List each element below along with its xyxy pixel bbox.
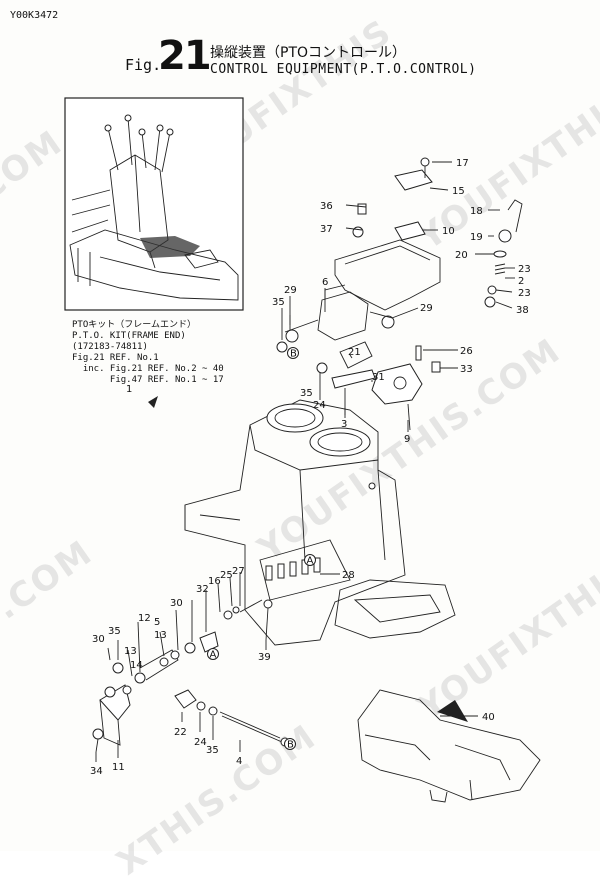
callout-15: 15 [452, 186, 465, 197]
callout-31: 31 [372, 372, 385, 383]
callout-23: 23 [518, 264, 531, 275]
callout-35: 35 [272, 297, 285, 308]
callout-1: 1 [126, 384, 132, 395]
frame-body [184, 399, 456, 646]
callout-21: 21 [348, 347, 361, 358]
callout-10: 10 [442, 226, 455, 237]
callout-5: 5 [154, 617, 160, 628]
callout-2: 2 [518, 276, 524, 287]
kit-arrow-icon [148, 396, 158, 408]
callout-6: 6 [322, 277, 328, 288]
figure-number: 21 [158, 33, 212, 79]
overview-inset [64, 97, 244, 311]
callout-20: 20 [455, 250, 468, 261]
ref-mark-a: A [307, 556, 314, 567]
callout-28: 28 [342, 570, 355, 581]
callout-numbers: 17 15 36 37 10 18 19 20 23 2 23 38 6 29 … [90, 158, 531, 777]
parts-diagram-page: .COM YOUFIXTHIS YOUFIXTHIS .COM YOUFIXTH… [0, 10, 600, 883]
kit-note-line: Fig.21 REF. No.1 [72, 353, 159, 363]
callout-4: 4 [236, 756, 242, 767]
callout-29: 29 [284, 285, 297, 296]
lower-linkage [92, 599, 290, 753]
callout-17: 17 [456, 158, 469, 169]
exploded-view-drawing: 17 15 36 37 10 18 19 20 23 2 23 38 6 29 … [64, 97, 541, 803]
callout-40: 40 [482, 712, 495, 723]
ref-mark-b: B [287, 740, 294, 751]
ref-mark-b: B [290, 349, 297, 360]
detail-arrow-icon [437, 700, 468, 722]
callout-19: 19 [470, 232, 483, 243]
callout-11: 11 [112, 762, 125, 773]
callout-35: 35 [108, 626, 121, 637]
kit-note-line: (172183-74811) [72, 342, 148, 352]
callout-38: 38 [516, 305, 529, 316]
kit-note-line: P.T.O. KIT(FRAME END) [72, 331, 186, 341]
callout-12: 12 [138, 613, 151, 624]
callout-23: 23 [518, 288, 531, 299]
reference-marks: B A A B [207, 347, 316, 751]
callout-39: 39 [258, 652, 271, 663]
callout-24: 24 [194, 737, 207, 748]
callout-13: 13 [154, 630, 167, 641]
callout-36: 36 [320, 201, 333, 212]
callout-24: 24 [313, 400, 326, 411]
kit-note-line: PTOキット（フレームエンド） [72, 320, 196, 330]
callout-14: 14 [130, 660, 143, 671]
kit-note: PTOキット（フレームエンド） P.T.O. KIT(FRAME END) (1… [72, 320, 224, 386]
kit-note-line: inc. Fig.21 REF. No.2 ~ 40 [72, 364, 224, 374]
document-code: Y00K3472 [10, 10, 59, 21]
callout-13: 13 [124, 646, 137, 657]
callout-29: 29 [420, 303, 433, 314]
kit-note-line: Fig.47 REF. No.1 ~ 17 [72, 375, 224, 385]
callout-26: 26 [460, 346, 473, 357]
callout-3: 3 [341, 419, 347, 430]
callout-9: 9 [404, 434, 410, 445]
callout-16: 16 [208, 576, 221, 587]
callout-37: 37 [320, 224, 333, 235]
callout-18: 18 [470, 206, 483, 217]
figure-title-japanese: 操縦装置（PTOコントロール） [210, 45, 407, 61]
callout-35: 35 [206, 745, 219, 756]
callout-22: 22 [174, 727, 187, 738]
figure-prefix: Fig. [125, 56, 162, 74]
pedal-detail [357, 689, 541, 803]
callout-30: 30 [92, 634, 105, 645]
upper-control-mechanism [276, 157, 523, 431]
callout-32: 32 [196, 584, 209, 595]
callout-34: 34 [90, 766, 103, 777]
callout-30: 30 [170, 598, 183, 609]
callout-33: 33 [460, 364, 473, 375]
ref-mark-a: A [210, 650, 217, 661]
callout-35: 35 [300, 388, 313, 399]
callout-25: 25 [220, 570, 233, 581]
callout-27: 27 [232, 566, 245, 577]
figure-title-english: CONTROL EQUIPMENT(P.T.O.CONTROL) [210, 62, 477, 77]
